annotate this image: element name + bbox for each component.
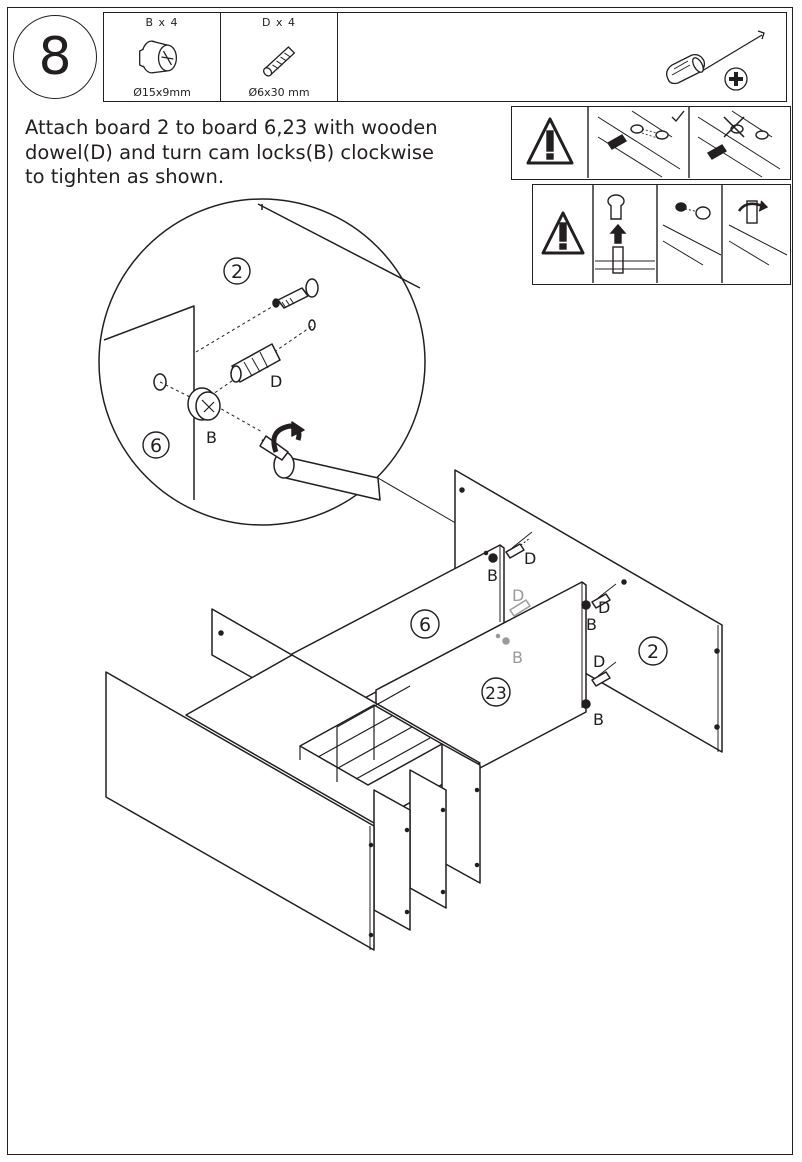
label-b-hidden: B: [512, 648, 523, 667]
part-label-cam-lock: B x 4: [145, 16, 179, 29]
fastener-group-2: [581, 579, 627, 610]
label-b-1: B: [487, 566, 498, 585]
part-size-cam-lock: Ø15x9mm: [133, 86, 191, 99]
label-d-3: D: [593, 652, 605, 671]
detail-label-dowel: D: [270, 372, 282, 391]
detail-cam-lock: [187, 387, 221, 421]
detail-labels: 2 6 D B: [142, 257, 282, 459]
fastener-group-hidden: [495, 599, 531, 645]
detail-label-board-6: 6: [150, 435, 162, 457]
fastener-group-1: [483, 531, 533, 563]
detail-cam-bolt: [272, 278, 319, 309]
phillips-screwdriver-icon: [666, 30, 765, 91]
warning-box-cam-lock: [532, 184, 791, 285]
part-size-dowel: Ø6x30 mm: [248, 86, 310, 99]
label-b-3: B: [593, 710, 604, 729]
detail-board-2-edge: [257, 203, 421, 289]
detail-label-board-2: 2: [231, 261, 243, 283]
detail-board-6-edge: [103, 305, 195, 500]
detail-label-cam: B: [206, 428, 217, 447]
label-d-hidden: D: [512, 586, 524, 605]
label-board-2: 2: [647, 641, 659, 663]
warning-panel-1: [526, 107, 781, 178]
detail-screwdriver: [259, 421, 381, 501]
instruction-line-1: Attach board 2 to board 6,23 with wooden: [25, 116, 438, 139]
step-number: 8: [13, 15, 97, 99]
instruction-line-3: to tighten as shown.: [25, 165, 225, 188]
part-cell-dowel: D x 4 Ø6x30 mm: [221, 13, 338, 101]
detail-dowel: [230, 343, 281, 383]
label-d-2: D: [598, 598, 610, 617]
instruction-text: Attach board 2 to board 6,23 with wooden…: [25, 116, 495, 190]
wooden-dowel-icon: [263, 46, 296, 77]
label-d-1: D: [524, 549, 536, 568]
part-label-dowel: D x 4: [262, 16, 296, 29]
page-frame: [7, 7, 793, 1155]
detail-cam-hole: [153, 373, 167, 391]
parts-table: B x 4 Ø15x9mm D x 4 Ø6x30 mm: [103, 12, 787, 102]
fastener-group-3: [581, 661, 617, 709]
instruction-line-2: dowel(D) and turn cam locks(B) clockwise: [25, 140, 435, 164]
warning-panel-2: [541, 185, 788, 283]
cam-lock-icon: [139, 40, 178, 74]
part-cell-cam-lock: B x 4 Ø15x9mm: [104, 13, 221, 101]
front-board-outline: [105, 671, 375, 951]
label-b-2: B: [586, 615, 597, 634]
label-board-6: 6: [419, 614, 431, 636]
label-board-23: 23: [485, 684, 507, 704]
warning-box-dowel-direction: [511, 106, 791, 180]
assembly-labels: 6 2 23 B D B D B D B D: [410, 549, 668, 729]
